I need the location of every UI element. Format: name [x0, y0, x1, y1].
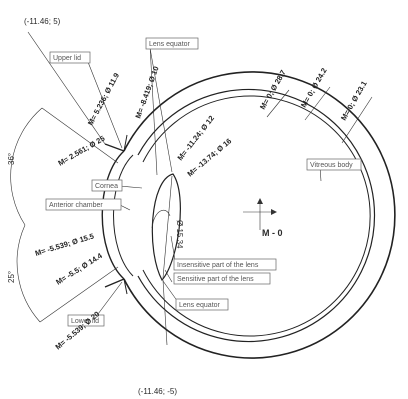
lens-equator-bottom-label-box: Lens equator	[175, 298, 229, 311]
lower-angle-label: 25°	[7, 271, 16, 283]
upper-lid-line	[104, 143, 125, 152]
lower-lid-label-box: Lower lid	[67, 314, 105, 327]
upper-angle-line	[41, 107, 119, 164]
lower-angle-line	[39, 266, 119, 323]
lens-vertical-label: Ø 15.34	[175, 220, 184, 249]
anterior-chamber-label-box: Anterior chamber	[45, 198, 122, 211]
center-label: M - 0	[262, 228, 283, 238]
r3-leader	[341, 96, 373, 144]
upper-lid-leader	[87, 61, 123, 149]
eye-middle-shell	[137, 88, 376, 343]
lower-lid-tick	[123, 278, 128, 295]
lower-lid-line	[104, 278, 125, 288]
annotation-r2: M= 0; Ø 24.2	[299, 66, 329, 109]
insensitive-lens-label-box: Insensitive part of the lens	[173, 258, 277, 271]
cornea-outer	[101, 150, 125, 280]
r1-leader	[266, 89, 290, 118]
lens-inner-arc	[151, 209, 171, 229]
annotation-m-a: M= 2.561; Ø 25	[57, 134, 107, 168]
eye-outer-sclera	[123, 71, 396, 359]
lens-equator-bottom-label: Lens equator	[179, 302, 221, 309]
cornea-label: Cornea	[95, 183, 118, 190]
cornea-leader	[119, 185, 143, 189]
annotation-m-ul: M= 5.236; Ø 11.9	[86, 71, 121, 127]
vitreous-label: Vitreous body	[310, 162, 353, 169]
lower-lid-label: Lower lid	[71, 318, 99, 325]
upper-lid-label: Upper lid	[53, 55, 81, 62]
upper-lid-label-box: Upper lid	[49, 51, 91, 64]
upper-angle-label: 36°	[7, 153, 16, 165]
cornea-label-box: Cornea	[91, 179, 123, 192]
annotation-m-e: M= -5.5; Ø 14.4	[54, 251, 104, 287]
lens-equator-bottom-leader	[162, 280, 179, 303]
r2-leader	[304, 86, 331, 121]
lower-angle-arc	[16, 224, 41, 323]
cornea-inner	[113, 154, 134, 277]
lower-lid-leader	[94, 281, 123, 319]
upper-coordinate-leader	[27, 31, 106, 145]
upper-lid-tick	[123, 134, 128, 152]
lens-outline	[151, 173, 181, 282]
insensitive-lens-label: Insensitive part of the lens	[177, 262, 259, 269]
insensitive-leader	[170, 235, 176, 261]
eye-inner-retina	[142, 95, 371, 337]
center-arrow-up-head	[257, 198, 263, 204]
center-arrow-right-head	[271, 209, 277, 215]
lower-vertical-line	[162, 279, 168, 346]
annotation-m-le: M= -8.419; Ø 10	[133, 65, 160, 120]
sensitive-leader	[164, 269, 173, 283]
sensitive-lens-label: Sensitive part of the lens	[177, 276, 254, 283]
vitreous-label-box: Vitreous body	[306, 158, 362, 171]
sensitive-lens-label-box: Sensitive part of the lens	[173, 272, 271, 285]
anterior-chamber-leader	[119, 204, 131, 211]
coord-top-label: (-11.46; 5)	[24, 17, 61, 26]
upper-vertical-line	[149, 44, 158, 176]
lens-axis	[162, 175, 173, 279]
annotation-m-d: M= -5.539; Ø 15.5	[34, 231, 95, 257]
lens-equator-top-leader	[149, 47, 173, 173]
coord-bottom-label: (-11.46; -5)	[138, 387, 177, 396]
upper-angle-arc	[10, 107, 43, 226]
lens-equator-top-label-box: Lens equator	[145, 37, 199, 50]
lens-equator-top-label: Lens equator	[149, 41, 191, 48]
anterior-chamber-label: Anterior chamber	[49, 202, 103, 209]
